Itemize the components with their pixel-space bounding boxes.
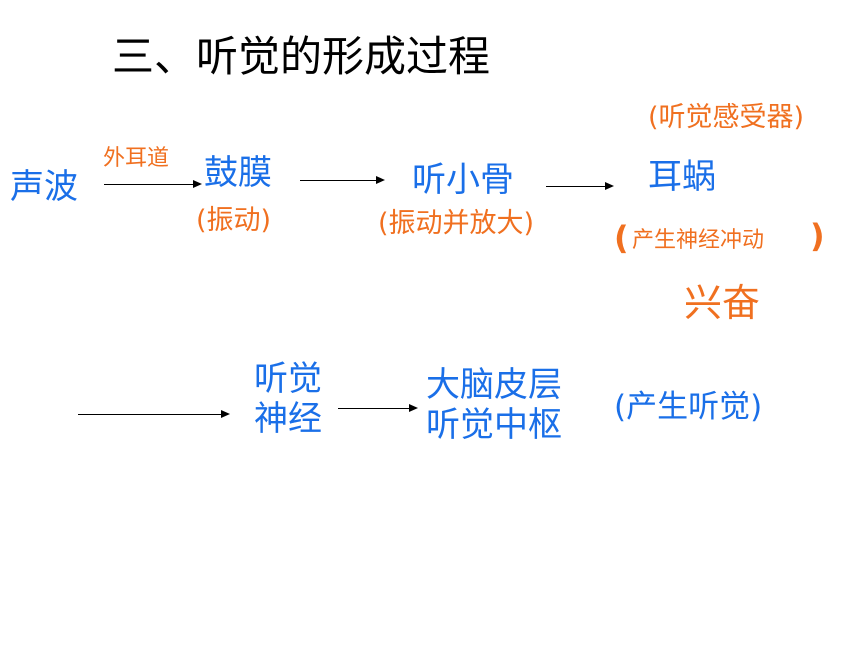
label-excitation: 兴奋 [684, 281, 761, 325]
node-cochlea: 耳蜗 [648, 157, 716, 197]
cortex-line1: 大脑皮层 [426, 365, 562, 405]
node-cortex: 大脑皮层 听觉中枢 [426, 368, 562, 442]
arrow-eardrum-to-ossicles [300, 176, 385, 184]
arrow-sound-to-eardrum [104, 180, 202, 188]
node-sound-wave: 声波 [10, 167, 78, 207]
label-ear-canal: 外耳道 [103, 146, 170, 171]
note-cochlea-receptor: (听觉感受器) [648, 102, 805, 133]
auditory-nerve-line1: 听觉 [254, 359, 322, 399]
arrow-to-auditory-nerve [78, 410, 230, 418]
auditory-nerve-line2: 神经 [254, 399, 322, 439]
note-produce-hearing: (产生听觉) [614, 389, 763, 425]
arrow-ossicles-to-cochlea [546, 182, 614, 190]
node-ossicles: 听小骨 [412, 160, 514, 200]
note-eardrum-vibration: (振动) [196, 205, 272, 236]
arrow-nerve-to-cortex [338, 404, 418, 412]
note-paren-close: ) [810, 217, 825, 255]
page-title: 三、听觉的形成过程 [112, 32, 491, 81]
node-eardrum: 鼓膜 [204, 153, 272, 193]
cortex-line2: 听觉中枢 [426, 405, 562, 445]
note-paren-open: ( [614, 219, 629, 257]
note-cochlea-impulse: 产生神经冲动 [632, 228, 765, 253]
node-auditory-nerve: 听觉 神经 [254, 362, 322, 436]
note-ossicles-amplify: (振动并放大) [378, 208, 535, 239]
